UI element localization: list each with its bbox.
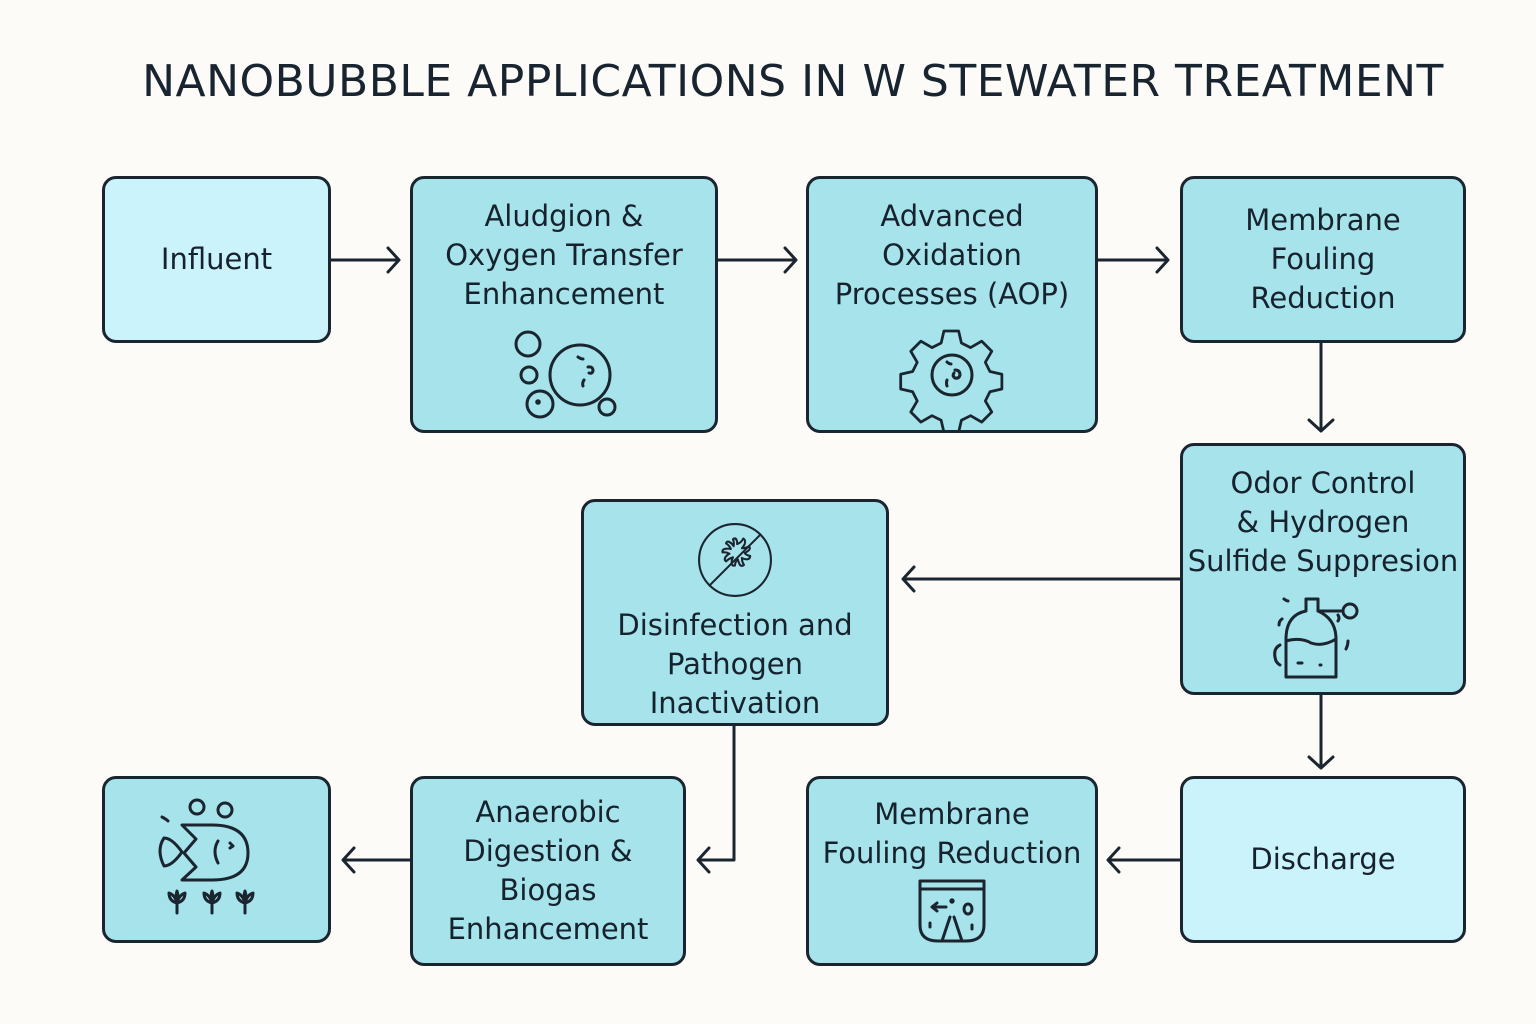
node-membrane-top-label: Membrane Fouling Reduction [1245,203,1401,315]
arrow-odor-to-disinfection [901,565,1182,593]
page-title: NANOBUBBLE APPLICATIONS IN W STEWATER TR… [142,56,1444,107]
arrow-oxygen-to-aop [716,246,798,274]
arrow-disinfection-to-anaerobic [696,724,736,874]
node-odor-label: Odor Control & Hydrogen Sulfide Suppresi… [1187,466,1459,578]
fish-plants-icon [158,798,254,914]
node-oxygen-label: Aludgion & Oxygen Transfer Enhancement [445,199,683,311]
arrow-influent-to-oxygen [329,246,401,274]
gear-icon [899,329,1004,430]
spray-bottle-icon [1273,597,1359,679]
no-pathogen-icon [698,523,772,597]
node-anaerobic-label: Anaerobic Digestion & Biogas Enhancement [447,795,649,946]
node-membrane-fouling-top: Membrane Fouling Reduction [1180,176,1466,343]
node-aop: Advanced Oxidation Processes (AOP) [806,176,1098,433]
node-aop-label: Advanced Oxidation Processes (AOP) [834,199,1070,311]
node-odor-control: Odor Control & Hydrogen Sulfide Suppresi… [1180,443,1466,695]
node-influent: Influent [102,176,331,343]
bubbles-icon [514,330,617,419]
arrow-membrane-to-odor [1307,341,1335,433]
membrane-filter-icon [918,879,986,943]
node-disinfection-label: Disinfection and Pathogen Inactivation [617,608,853,720]
arrow-odor-to-discharge [1307,693,1335,770]
node-membrane-fouling-bottom: Membrane Fouling Reduction [806,776,1098,966]
arrow-anaerobic-to-aquaculture [341,846,412,874]
node-membrane-bottom-label: Membrane Fouling Reduction [822,797,1082,870]
arrow-aop-to-membrane [1096,246,1170,274]
node-aquaculture [102,776,331,943]
node-disinfection: Disinfection and Pathogen Inactivation [581,499,889,726]
arrow-discharge-to-membrane [1106,846,1182,874]
node-oxygen-transfer: Aludgion & Oxygen Transfer Enhancement [410,176,718,433]
node-anaerobic-digestion: Anaerobic Digestion & Biogas Enhancement [410,776,686,966]
node-discharge: Discharge [1180,776,1466,943]
node-influent-label: Influent [160,242,273,276]
node-discharge-label: Discharge [1250,842,1396,876]
